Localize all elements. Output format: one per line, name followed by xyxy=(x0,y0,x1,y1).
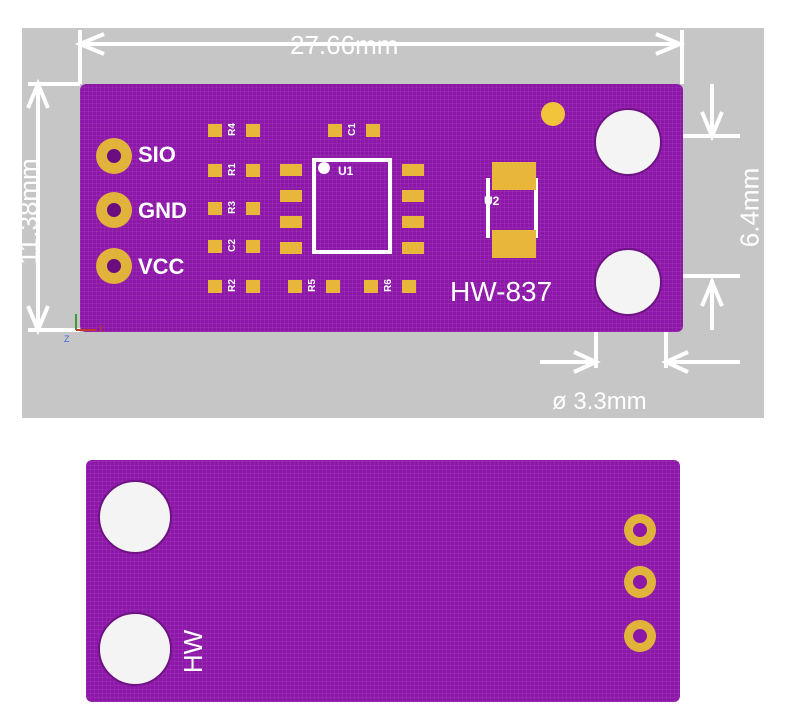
pcb-bottom-side: HW xyxy=(86,460,680,702)
fiducial-dot xyxy=(541,102,565,126)
smd-pad xyxy=(246,164,260,177)
pin1-marker xyxy=(318,162,330,174)
ref-u2: U2 xyxy=(484,194,500,208)
pin-pad-back xyxy=(624,566,656,598)
ic-pad xyxy=(280,190,302,202)
pin-label-sio: SIO xyxy=(138,142,176,167)
smd-pad xyxy=(364,280,378,293)
mounting-hole-top xyxy=(98,480,172,554)
smd-pad xyxy=(288,280,302,293)
board-name-label: HW-837 xyxy=(450,276,553,307)
smd-pad xyxy=(246,124,260,137)
axis-x-label: X xyxy=(98,324,105,334)
pin-pad-back xyxy=(624,514,656,546)
ic-pad xyxy=(402,216,424,228)
u2-outline xyxy=(486,178,538,238)
smd-pad xyxy=(402,280,416,293)
u2-pad-bottom xyxy=(492,230,536,258)
width-dimension-label: 27.66mm xyxy=(290,30,399,60)
smd-pad xyxy=(208,124,222,137)
axis-z-label: Z xyxy=(64,334,70,344)
smd-pad xyxy=(208,202,222,215)
pcb-top-side: SIO GND VCC R4 R1 R3 C2 R2 C1 U1 R5 R6 U… xyxy=(80,84,683,332)
ic-pad xyxy=(402,190,424,202)
smd-pad xyxy=(246,280,260,293)
ic-pad xyxy=(280,242,302,254)
mounting-hole-top xyxy=(594,108,662,176)
u2-pad-top xyxy=(492,162,536,190)
mounting-hole-bottom xyxy=(98,612,172,686)
smd-pad xyxy=(328,124,342,137)
back-silkscreen-label: HW xyxy=(178,629,209,674)
smd-pad xyxy=(208,164,222,177)
smd-pad xyxy=(246,202,260,215)
ic-pad xyxy=(402,164,424,176)
smd-pad xyxy=(246,240,260,253)
ref-u1: U1 xyxy=(338,164,354,178)
pin-label-gnd: GND xyxy=(138,198,187,223)
smd-pad xyxy=(208,280,222,293)
ic-pad xyxy=(280,216,302,228)
smd-pad xyxy=(366,124,380,137)
pin-pad-sio xyxy=(96,138,132,174)
pin-pad-gnd xyxy=(96,192,132,228)
smd-pad xyxy=(326,280,340,293)
smd-pad xyxy=(208,240,222,253)
pin-pad-vcc xyxy=(96,248,132,284)
u1-outline xyxy=(312,158,392,254)
ic-pad xyxy=(280,164,302,176)
pin-pad-back xyxy=(624,620,656,652)
mounting-hole-bottom xyxy=(594,248,662,316)
pin-label-vcc: VCC xyxy=(138,254,185,279)
ic-pad xyxy=(402,242,424,254)
hole-diameter-label: ø 3.3mm xyxy=(552,388,647,415)
